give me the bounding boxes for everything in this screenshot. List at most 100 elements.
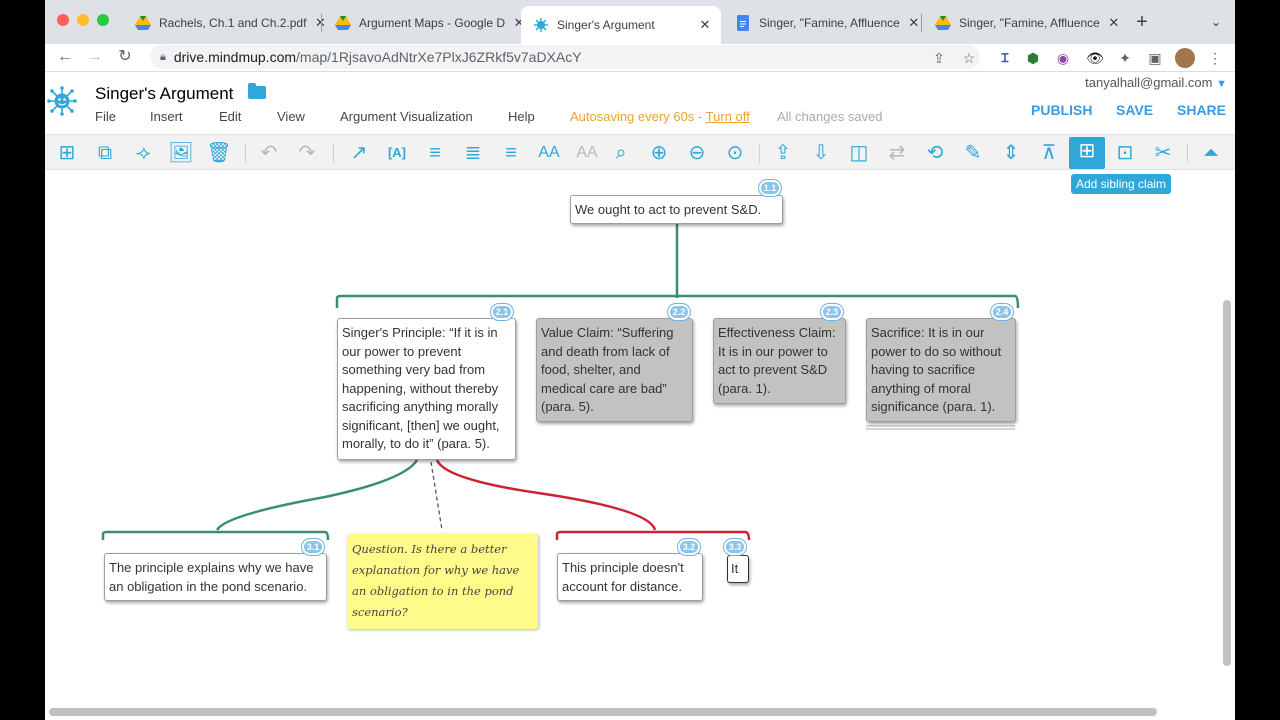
color-pen-icon[interactable]: ✎ (964, 142, 982, 164)
connector-lines (101, 224, 1020, 541)
publish-button[interactable]: PUBLISH (1031, 102, 1093, 118)
node-number-badge: 2.1 (491, 304, 513, 320)
share-button[interactable]: SHARE (1177, 102, 1227, 118)
close-tab-icon[interactable]: ✕ (908, 15, 920, 30)
menu-file[interactable]: File (95, 109, 116, 124)
minimize-window-button[interactable] (77, 14, 89, 26)
node-number-badge: 3.2 (678, 539, 700, 555)
url-field[interactable]: 🔒︎ drive.mindmup.com/map/1RjsavoAdNtrXe7… (150, 45, 980, 69)
node-number-badge: 1.1 (759, 180, 781, 196)
insert-image-icon[interactable]: 🖼︎ (168, 142, 194, 164)
text-box-icon[interactable]: [A] (387, 145, 407, 160)
search-icon[interactable]: ⌕ (615, 142, 627, 164)
lock-icon: 🔒︎ (160, 50, 166, 63)
tab-argument-maps[interactable]: Argument Maps - Google D ✕ (323, 8, 525, 38)
oppose-bracket (555, 530, 751, 541)
align-center-icon[interactable]: ≣ (464, 142, 482, 164)
tab-search-chevron-icon[interactable]: ⌄ (1210, 15, 1222, 29)
side-panel-icon[interactable]: ▣ (1148, 50, 1162, 66)
objection-node[interactable]: This principle doesn't account for dista… (557, 553, 703, 601)
close-window-button[interactable] (57, 14, 69, 26)
co-premise-node[interactable]: Sacrifice: It is in our power to do so w… (866, 318, 1016, 422)
dropdown-caret-icon: ▼ (1216, 78, 1227, 90)
close-tab-icon[interactable]: ✕ (699, 17, 711, 32)
increase-font-icon[interactable]: AA (538, 144, 560, 161)
add-sibling-claim-icon[interactable]: ⊞ (1069, 137, 1105, 169)
menu-insert[interactable]: Insert (150, 109, 183, 124)
turn-off-autosave-link[interactable]: Turn off (705, 109, 750, 124)
extension-leaf-icon[interactable]: ⬢ (1026, 50, 1040, 66)
browser-window: Rachels, Ch.1 and Ch.2.pdf ✕ Argument Ma… (45, 0, 1235, 720)
decrease-font-icon[interactable]: AA (576, 144, 598, 161)
collapse-vertical-icon[interactable]: ⊼ (1041, 142, 1057, 164)
add-child-icon[interactable]: ⊞ (58, 142, 76, 164)
add-branch-icon[interactable]: ⟢ (135, 142, 151, 164)
move-down-icon[interactable]: ⇩ (812, 142, 830, 164)
collapse-toolbar-icon[interactable]: ⏶ (1203, 142, 1219, 164)
document-title[interactable]: Singer's Argument (95, 84, 234, 103)
align-right-icon[interactable]: ≡ (505, 142, 517, 164)
trash-icon[interactable]: 🗑︎ (206, 142, 232, 164)
app-header: Singer's Argument File Insert Edit View … (45, 72, 1235, 134)
convert-icon[interactable]: ⟲ (926, 142, 944, 164)
center-view-icon[interactable]: ⊙ (726, 142, 744, 164)
move-up-icon[interactable]: ⇪ (774, 142, 792, 164)
extension-docs-icon[interactable]: Ɪ (1001, 51, 1009, 65)
zoom-window-button[interactable] (97, 14, 109, 26)
sticky-note[interactable]: Question. Is there a better explanation … (347, 534, 538, 629)
reload-icon[interactable]: ↻ (118, 48, 132, 65)
mindmup-logo-icon[interactable] (47, 86, 77, 116)
extensions-puzzle-icon[interactable]: ✦ (1119, 50, 1131, 66)
save-button[interactable]: SAVE (1116, 102, 1154, 118)
forward-arrow-icon[interactable]: → (87, 48, 103, 65)
tab-singers-argument[interactable]: Singer's Argument ✕ (521, 6, 721, 44)
undo-icon[interactable]: ↶ (260, 142, 278, 164)
share-page-icon[interactable]: ⇪ (933, 50, 945, 66)
extension-eye-icon[interactable]: 👁︎ (1086, 50, 1104, 66)
co-premise-node[interactable]: Value Claim: “Suffering and death from l… (536, 318, 693, 422)
reorder-icon[interactable]: ⇄ (888, 142, 906, 164)
menu-help[interactable]: Help (508, 109, 535, 124)
tab-singer-famine-doc[interactable]: Singer, "Famine, Affluence ✕ (723, 8, 919, 38)
co-premise-node[interactable]: Effectiveness Claim: It is in our power … (713, 318, 846, 404)
supporting-reason-node[interactable]: The principle explains why we have an ob… (104, 553, 327, 601)
google-drive-icon (935, 15, 951, 31)
address-bar-row: ← → ↻ 🔒︎ drive.mindmup.com/map/1RjsavoAd… (45, 44, 1235, 72)
expand-vertical-icon[interactable]: ⇕ (1002, 142, 1020, 164)
close-tab-icon[interactable]: ✕ (312, 15, 328, 31)
zoom-in-icon[interactable]: ⊕ (650, 142, 668, 164)
unlink-icon[interactable]: ✂ (1154, 142, 1172, 164)
argument-map-canvas[interactable]: We ought to act to prevent S&D. 1.1 Sing… (45, 170, 1235, 710)
claim-node[interactable]: We ought to act to prevent S&D. (570, 195, 783, 224)
back-arrow-icon[interactable]: ← (57, 48, 73, 65)
user-account[interactable]: tanyalhall@gmail.com ▼ (1085, 75, 1227, 90)
menu-view[interactable]: View (277, 109, 305, 124)
reason-node[interactable]: Singer's Principle: “If it is in our pow… (337, 318, 516, 460)
close-tab-icon[interactable]: ✕ (513, 15, 525, 30)
node-number-badge: 2.2 (668, 304, 690, 320)
support-connector (215, 459, 419, 531)
bookmark-star-icon[interactable]: ☆ (962, 50, 976, 66)
browser-menu-icon[interactable]: ⋮ (1208, 50, 1222, 66)
connector-arrow-icon[interactable]: ↗ (350, 142, 368, 164)
align-left-icon[interactable]: ≡ (429, 142, 441, 164)
note-icon[interactable]: ◫ (849, 142, 869, 164)
mindmup-icon (533, 17, 549, 33)
profile-avatar[interactable] (1175, 48, 1195, 68)
objection-node-editing[interactable]: It (727, 555, 749, 583)
google-docs-icon (735, 15, 751, 31)
add-co-premise-icon[interactable]: ⊡ (1116, 142, 1134, 164)
menu-argument-visualization[interactable]: Argument Visualization (340, 109, 473, 124)
extension-circle-icon[interactable]: ◉ (1056, 50, 1070, 66)
horizontal-scrollbar[interactable] (49, 708, 1157, 716)
tab-rachels[interactable]: Rachels, Ch.1 and Ch.2.pdf ✕ (123, 8, 326, 38)
close-tab-icon[interactable]: ✕ (1108, 15, 1120, 30)
menu-edit[interactable]: Edit (219, 109, 242, 124)
add-node-icon[interactable]: ⧉ (97, 142, 113, 164)
redo-icon[interactable]: ↷ (298, 142, 316, 164)
zoom-out-icon[interactable]: ⊖ (688, 142, 706, 164)
vertical-scrollbar[interactable] (1223, 300, 1231, 666)
tab-singer-famine-drive[interactable]: Singer, "Famine, Affluence ✕ (923, 8, 1119, 38)
folder-icon[interactable] (248, 83, 266, 99)
new-tab-button[interactable]: + (1136, 11, 1148, 33)
